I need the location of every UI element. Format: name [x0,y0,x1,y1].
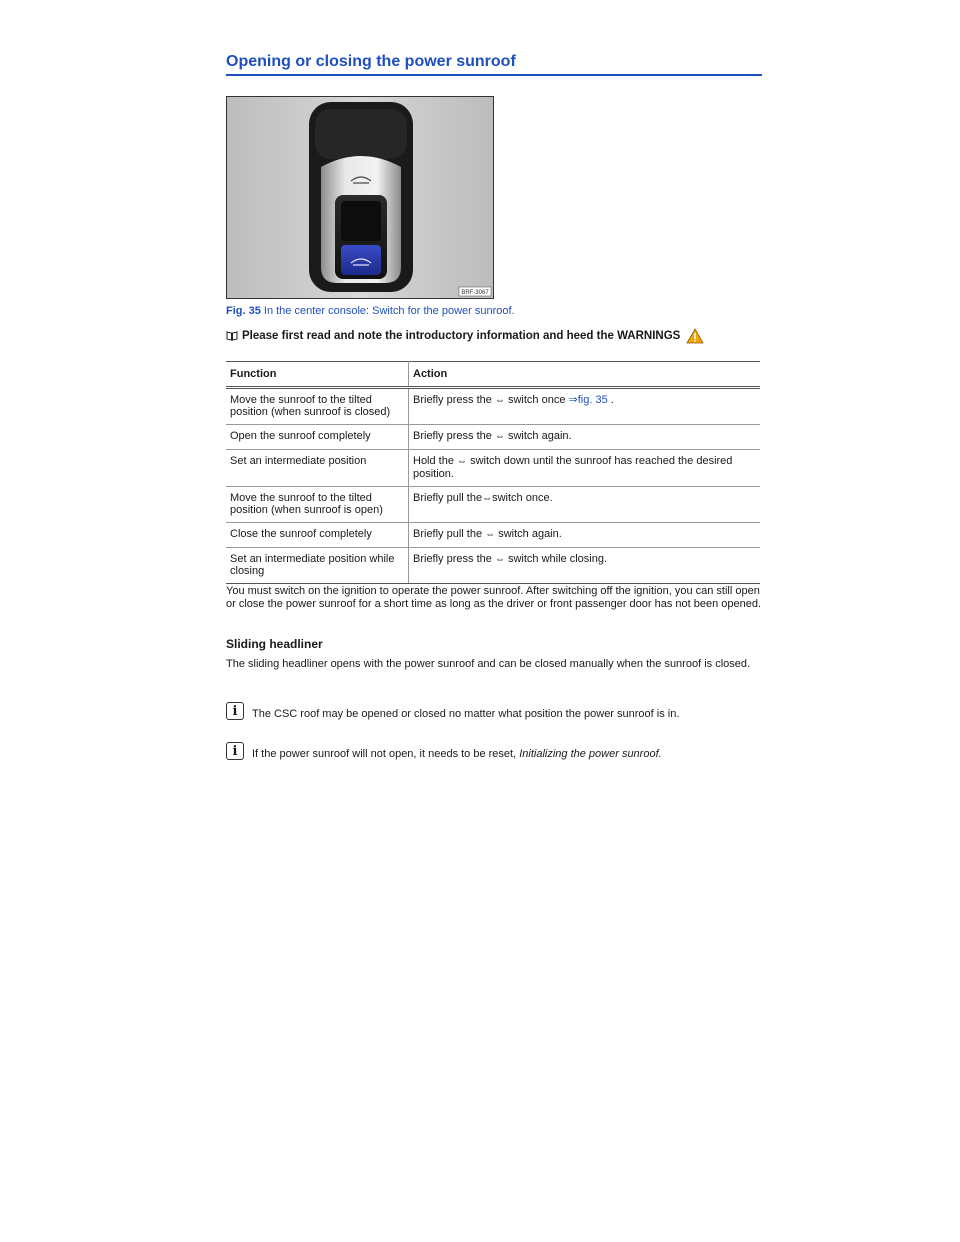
note-text: If the power sunroof will not open, it n… [252,748,662,760]
function-cell: Move the sunroof to the tilted position … [226,387,409,425]
header-function: Function [226,361,409,389]
table-row: Move the sunroof to the tilted position … [226,486,760,523]
table-header-row: Function Action [226,361,760,389]
headliner-paragraph: The sliding headliner opens with the pow… [226,658,751,670]
switch-icon: ⇔ [485,529,496,540]
sunroof-switch-illustration: BRF-3067 [227,97,493,298]
action-cell: Briefly press the ⇔ switch while closing… [408,547,760,584]
book-icon [226,331,238,341]
action-cell: Briefly press the ⇔ switch again. [408,424,760,450]
function-cell: Move the sunroof to the tilted position … [226,486,409,523]
function-cell: Set an intermediate position while closi… [226,547,409,584]
figure-link[interactable]: ⇒fig. 35 [568,394,608,406]
info-icon: i [226,702,244,720]
figure-caption: Fig. 35 In the center console: Switch fo… [226,305,515,317]
initializing-link[interactable]: Initializing the power sunroof. [519,748,662,760]
table-row: Open the sunroof completely Briefly pres… [226,424,760,450]
function-action-table: Function Action Move the sunroof to the … [226,361,760,584]
warning-icon [686,328,705,344]
switch-icon: ⇔ [494,431,505,442]
switch-icon: ⇔ [457,456,468,467]
table-row: Move the sunroof to the tilted position … [226,387,760,425]
function-cell: Close the sunroof completely [226,522,409,548]
info-icon: i [226,742,244,760]
function-cell: Open the sunroof completely [226,424,409,450]
note-reset: i If the power sunroof will not open, it… [226,742,662,761]
figure-caption-label: Fig. 35 [226,305,261,317]
note-csc-roof: i The CSC roof may be opened or closed n… [226,702,679,721]
action-cell: Briefly press the ⇔ switch once ⇒fig. 35… [408,387,760,425]
switch-icon: ⇔ [494,554,505,565]
sunroof-switch-figure: BRF-3067 [226,96,494,299]
switch-icon: ⇔ [494,395,505,406]
header-action: Action [408,361,760,389]
function-cell: Set an intermediate position [226,449,409,487]
ignition-paragraph: You must switch on the ignition to opera… [226,585,762,610]
sliding-headliner-heading: Sliding headliner [226,637,323,651]
action-cell: Briefly pull the⇔switch once. [408,486,760,523]
page-title: Opening or closing the power sunroof [226,53,762,76]
figure-caption-text: In the center console: Switch for the po… [260,305,515,317]
table-row: Set an intermediate position while closi… [226,547,760,584]
figure-code: BRF-3067 [461,290,489,296]
intro-notice: Please first read and note the introduct… [226,328,705,344]
table-row: Set an intermediate position Hold the ⇔ … [226,449,760,487]
switch-icon: ⇔ [482,493,493,504]
action-cell: Hold the ⇔ switch down until the sunroof… [408,449,760,487]
table-row: Close the sunroof completely Briefly pul… [226,522,760,548]
action-cell: Briefly pull the ⇔ switch again. [408,522,760,548]
intro-notice-text: Please first read and note the introduct… [242,330,681,342]
note-text: The CSC roof may be opened or closed no … [252,708,680,720]
